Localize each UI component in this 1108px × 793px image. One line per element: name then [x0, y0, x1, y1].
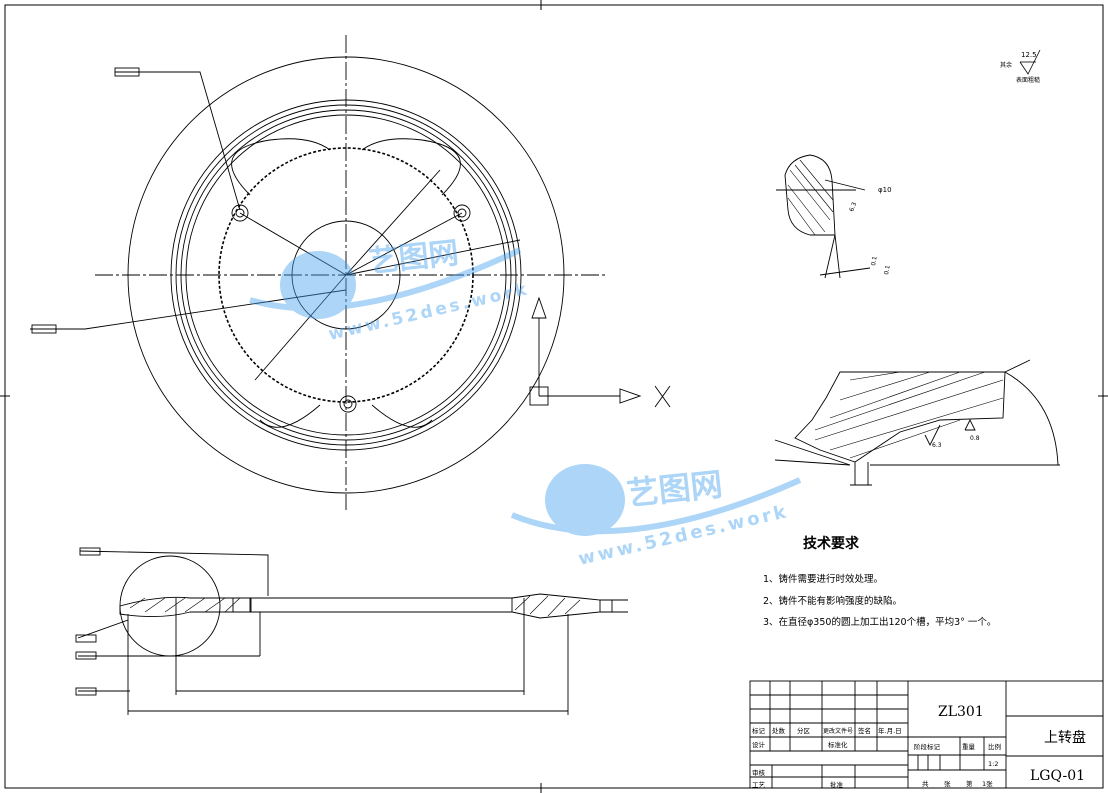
bolt-hole-right-inner	[457, 208, 467, 218]
part-code: ZL301	[938, 704, 984, 720]
label-box-3	[75, 651, 97, 660]
tb-label-zone: 分区	[797, 726, 811, 735]
axis-indicator	[529, 296, 671, 408]
section-roughness-b: 0.8	[970, 435, 980, 442]
label-box-left	[31, 324, 57, 334]
leader-left-label	[30, 289, 347, 330]
detail-dim-c: 0.1	[883, 265, 892, 276]
tb-label-scale: 比例	[988, 742, 1001, 751]
axis-label-x: X	[0, 0, 1, 1]
tech-req-item-3: 3、在直径φ350的圆上加工出120个槽，平均3° 一个。	[763, 616, 996, 628]
detail-dim-phi: φ10	[878, 186, 892, 194]
lobe-top-left	[231, 138, 331, 196]
detail-view-groove	[776, 154, 871, 279]
bolt-hole-left	[231, 204, 249, 222]
radial-line-1	[239, 212, 347, 276]
tb-label-weight: 重量	[962, 743, 976, 751]
label-box-4	[75, 687, 97, 696]
tb-label-sign: 签名	[858, 726, 871, 735]
tb-sheet-page-value: 1张	[982, 779, 993, 788]
tb-label-standardization: 标准化	[828, 740, 848, 749]
tech-req-item-2: 2、铸件不能有影响强度的缺陷。	[763, 595, 902, 607]
bolt-hole-bottom	[339, 395, 357, 413]
lobe-bottom-left	[259, 404, 321, 428]
detail-dim-b: 0.1	[870, 256, 879, 267]
roughness-value: 12.5	[1021, 51, 1037, 59]
tb-label-review: 审核	[752, 768, 766, 777]
detail-callout-circle	[119, 555, 221, 657]
drawing-border	[4, 4, 1104, 789]
tech-req-title: 技术要求	[803, 535, 860, 552]
label-box-2	[75, 634, 97, 643]
roughness-symbol	[1019, 49, 1041, 75]
roughness-note-left: 其余	[1000, 61, 1012, 69]
bolt-hole-right	[453, 204, 471, 222]
label-box-1	[79, 547, 101, 556]
section-view-rim	[774, 359, 1060, 486]
drawing-number: LGQ-01	[1030, 768, 1085, 784]
watermark-globe-icon	[280, 251, 356, 319]
leader-top-label	[115, 71, 241, 211]
part-name: 上转盘	[1044, 729, 1086, 746]
bolt-hole-bottom-inner	[343, 399, 353, 409]
watermark-brand-2: 艺图网	[625, 465, 724, 513]
label-box-top	[114, 67, 140, 77]
radial-line-3	[345, 169, 441, 276]
lobe-bottom-right	[371, 404, 433, 428]
watermark-2: 艺图网 www.52des.work	[510, 464, 802, 570]
watermark-globe-icon-2	[545, 464, 625, 536]
watermark-swoosh-icon-2	[510, 477, 802, 535]
title-block	[749, 680, 1104, 789]
front-section-view	[75, 547, 628, 715]
top-view	[30, 35, 605, 510]
tb-label-stage: 阶段标记	[914, 742, 941, 751]
radial-line-2	[345, 212, 463, 276]
roughness-note-right: 表面粗糙	[1016, 76, 1040, 84]
tb-label-count: 处数	[772, 726, 786, 735]
tb-scale-value: 1:2	[988, 760, 998, 768]
tb-label-approve: 批准	[830, 780, 844, 789]
tb-sheet-sheets-label: 张	[944, 779, 951, 788]
detail-dim-a: 6.3	[848, 201, 858, 213]
tech-req-item-1: 1、铸件需要进行时效处理。	[763, 573, 883, 585]
tb-sheet-total-label: 共	[922, 779, 929, 788]
lobe-top-right	[361, 138, 461, 196]
watermark-1: 艺图网 www.52des.work	[249, 236, 531, 345]
tb-sheet-page-label: 第	[966, 779, 973, 788]
tb-label-change-doc: 更改文件号	[823, 727, 853, 735]
tb-label-date: 年.月.日	[878, 726, 902, 735]
tb-label-design: 设计	[752, 740, 766, 749]
tb-label-mark: 标记	[752, 726, 766, 735]
section-roughness-a: 6.3	[932, 442, 942, 449]
watermark-swoosh-icon	[249, 247, 522, 312]
radial-line-5	[345, 239, 521, 276]
tb-label-process: 工艺	[752, 781, 766, 789]
watermark-brand: 艺图网	[367, 236, 460, 280]
